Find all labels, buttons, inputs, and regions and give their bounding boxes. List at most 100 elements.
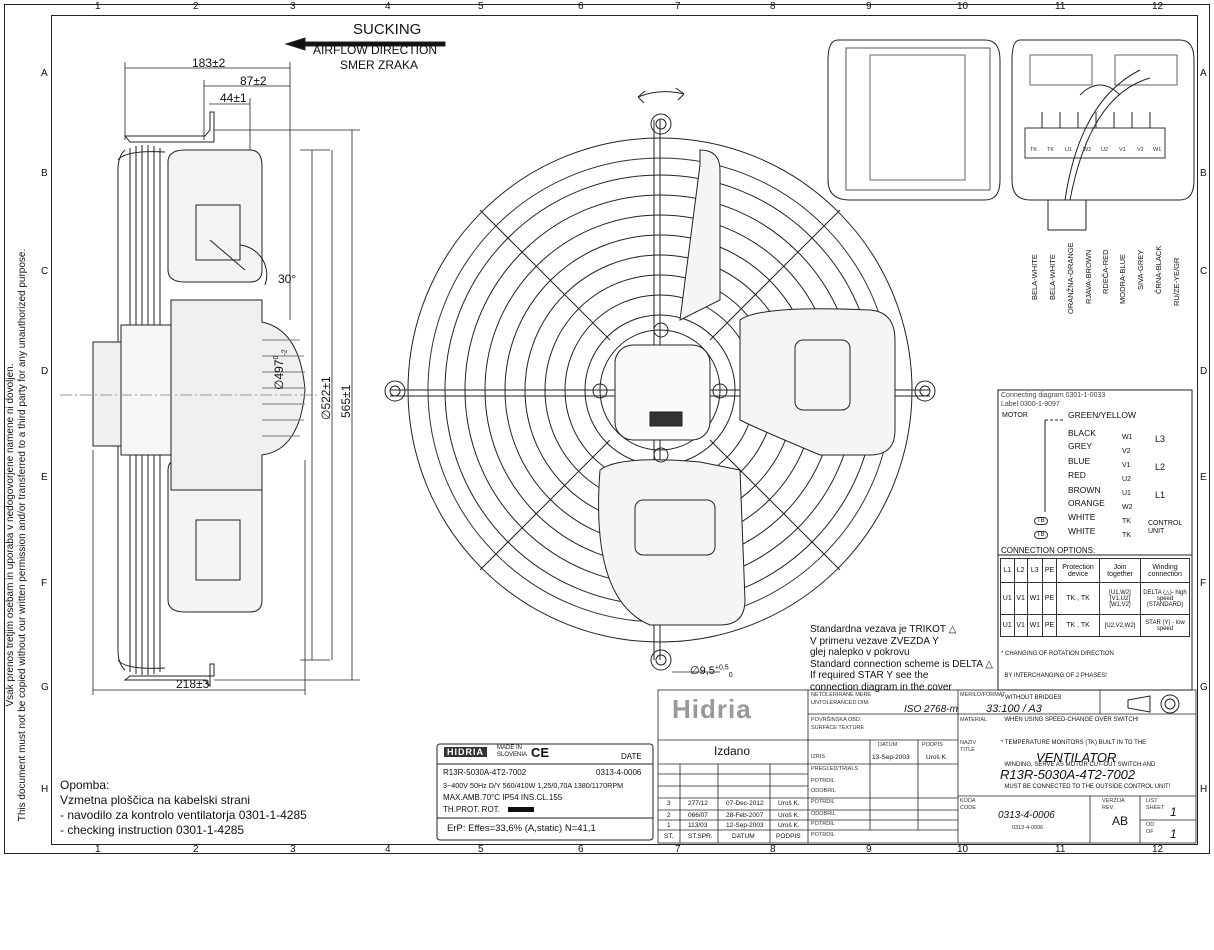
std-line: Standardna vezava je TRIKOT △ xyxy=(810,624,957,635)
wire-label-8: ČRNA-BLACK xyxy=(1154,245,1163,294)
col-5-b: 5 xyxy=(478,844,484,855)
cell: V1 xyxy=(1013,582,1028,615)
row-f: F xyxy=(41,578,48,589)
nameplate-model: R13R-5030A-4T2-7002 xyxy=(443,768,527,777)
rev-2-date: 28-Feb-2007 xyxy=(726,812,764,819)
cell: [U1,W2] [V1,U2] [W1,V2] xyxy=(1099,582,1141,615)
dim-hole-tol-up: +0,5 xyxy=(714,664,729,672)
nameplate-amb: MAX.AMB.70°C IP54 INS.CL.155 xyxy=(443,793,563,802)
term-tk-1: TK xyxy=(1122,518,1131,525)
term-w2: W2 xyxy=(1122,504,1133,511)
tb-label-5: U2 xyxy=(1101,147,1109,153)
datum-header: DATUM xyxy=(878,742,898,748)
rev-label: REV. xyxy=(1102,805,1115,811)
row-c-r: C xyxy=(1200,266,1208,277)
row-f-r: F xyxy=(1200,578,1207,589)
std-line: Standard connection scheme is DELTA △ xyxy=(810,658,993,670)
hdr-l2: L2 xyxy=(1013,558,1028,583)
title-block-grid xyxy=(657,689,1197,844)
of-label: OF xyxy=(1146,829,1154,835)
col-2-b: 2 xyxy=(193,844,199,855)
row-e: E xyxy=(41,472,48,483)
wire-white-1: WHITE xyxy=(1068,512,1096,522)
cell: V1 xyxy=(1013,614,1028,637)
role-2: PREGLED/TRIALS xyxy=(811,766,859,772)
col-4: 4 xyxy=(385,1,391,12)
tb-label-2: TK xyxy=(1047,147,1055,153)
note-line: * CHANGING OF ROTATION DIRECTION xyxy=(1001,650,1114,657)
wire-label-9: RU/ZE-YE/GR xyxy=(1172,257,1181,306)
front-view xyxy=(384,87,936,671)
role-4: ODOBRIL xyxy=(811,788,836,794)
nameplate-erp: ErP: Effes=33,6% (A,static) N=41,1 xyxy=(447,823,596,834)
rev-3-date: 07-Dec-2012 xyxy=(726,800,764,807)
opomba-title: Opomba: xyxy=(60,778,110,792)
connection-table-header: L1 L2 L3 PE Protection device Join toget… xyxy=(1000,558,1190,583)
std-line: glej nalepko v pokrovu xyxy=(810,647,910,659)
side-view xyxy=(60,111,320,688)
drawing-title-2: R13R-5030A-4T2-7002 xyxy=(1000,767,1136,782)
dim-hole: ∅9,5+0,50 xyxy=(690,664,733,679)
dim-218: 218±3 xyxy=(176,677,210,691)
cell: STAR (Y) - low speed xyxy=(1140,614,1190,637)
tb-badge-1: TB xyxy=(1034,517,1048,525)
hdr-pe: PE xyxy=(1041,558,1058,583)
col-9: 9 xyxy=(866,1,872,12)
made-in-slovenia: MADE IN SLOVENIA xyxy=(497,745,528,758)
wire-black: BLACK xyxy=(1068,428,1096,438)
naziv-label: NAZIV xyxy=(960,740,977,746)
sheet-label: SHEET xyxy=(1146,805,1165,811)
draw-date: 13-Sep-2003 xyxy=(872,754,910,761)
projection-symbol-icon xyxy=(1127,694,1180,714)
row-d-r: D xyxy=(1200,366,1208,377)
control-unit-label: CONTROL UNIT xyxy=(1148,520,1183,535)
tb-label-1: TK xyxy=(1030,147,1038,153)
tol-en: UNTOLERANCED DIM. xyxy=(811,700,870,706)
tb-label-3: U1 xyxy=(1065,147,1073,153)
cell: U1 xyxy=(1000,614,1015,637)
col-4-b: 4 xyxy=(385,844,391,855)
connection-table-row: U1 V1 W1 PE TK , TK [U2,V2,W2] STAR (Y) … xyxy=(1000,614,1190,637)
col-9-b: 9 xyxy=(866,844,872,855)
row-h: H xyxy=(41,784,49,795)
row-b-r: B xyxy=(1200,168,1207,179)
col-11: 11 xyxy=(1055,1,1066,12)
tolerance-value: ISO 2768-m xyxy=(904,704,958,715)
col-1: 1 xyxy=(95,1,101,12)
rev-1-date: 12-Sep-2003 xyxy=(726,822,764,829)
podpis-header-2: PODPIS xyxy=(776,833,801,840)
hub-logo xyxy=(649,411,683,427)
format-value: 33:100 / A3 xyxy=(986,703,1042,715)
dimension-lines xyxy=(92,62,360,695)
col-2: 2 xyxy=(193,1,199,12)
row-a-r: A xyxy=(1200,68,1207,79)
col-1-b: 1 xyxy=(95,844,101,855)
wire-orange: ORANGE xyxy=(1068,498,1105,508)
code-label: CODE xyxy=(960,805,976,811)
opomba-line-3: - checking instruction 0301-1-4285 xyxy=(60,823,245,837)
draw-sign: Uroš K. xyxy=(926,754,948,761)
dim-497: ∅4970-2 xyxy=(272,349,288,390)
wire-label-4: RJAVA-BROWN xyxy=(1084,249,1093,304)
term-v1: V1 xyxy=(1122,462,1131,469)
rev-3-no: 3 xyxy=(667,800,671,807)
rev-2-no: 2 xyxy=(667,812,671,819)
col-3: 3 xyxy=(290,1,296,12)
row-c: C xyxy=(41,266,49,277)
wire-red: RED xyxy=(1068,470,1086,480)
wire-label-6: MODRA-BLUE xyxy=(1118,253,1127,304)
col-3-b: 3 xyxy=(290,844,296,855)
col-10-b: 10 xyxy=(957,844,969,855)
tb-label-6: V1 xyxy=(1119,147,1126,153)
col-7-b: 7 xyxy=(675,844,681,855)
surface-sl: POVRŠINSKA OBD. xyxy=(811,717,862,723)
dim-497-value: ∅497 xyxy=(272,359,286,390)
dim-hole-value: ∅9,5 xyxy=(690,665,715,677)
drawing-title-1: VENTILATOR xyxy=(1036,750,1117,765)
note-line: WINDING, SERVE AS MOTOR CUT-OUT SWITCH A… xyxy=(1001,761,1156,768)
nameplate-thprot: TH.PROT. ROT. xyxy=(443,805,500,814)
cell: TK , TK xyxy=(1056,582,1100,615)
opomba-line-1: Vzmetna ploščica na kabelski strani xyxy=(60,793,251,807)
col-12: 12 xyxy=(1152,1,1164,12)
title-label: TITLE xyxy=(960,747,975,753)
